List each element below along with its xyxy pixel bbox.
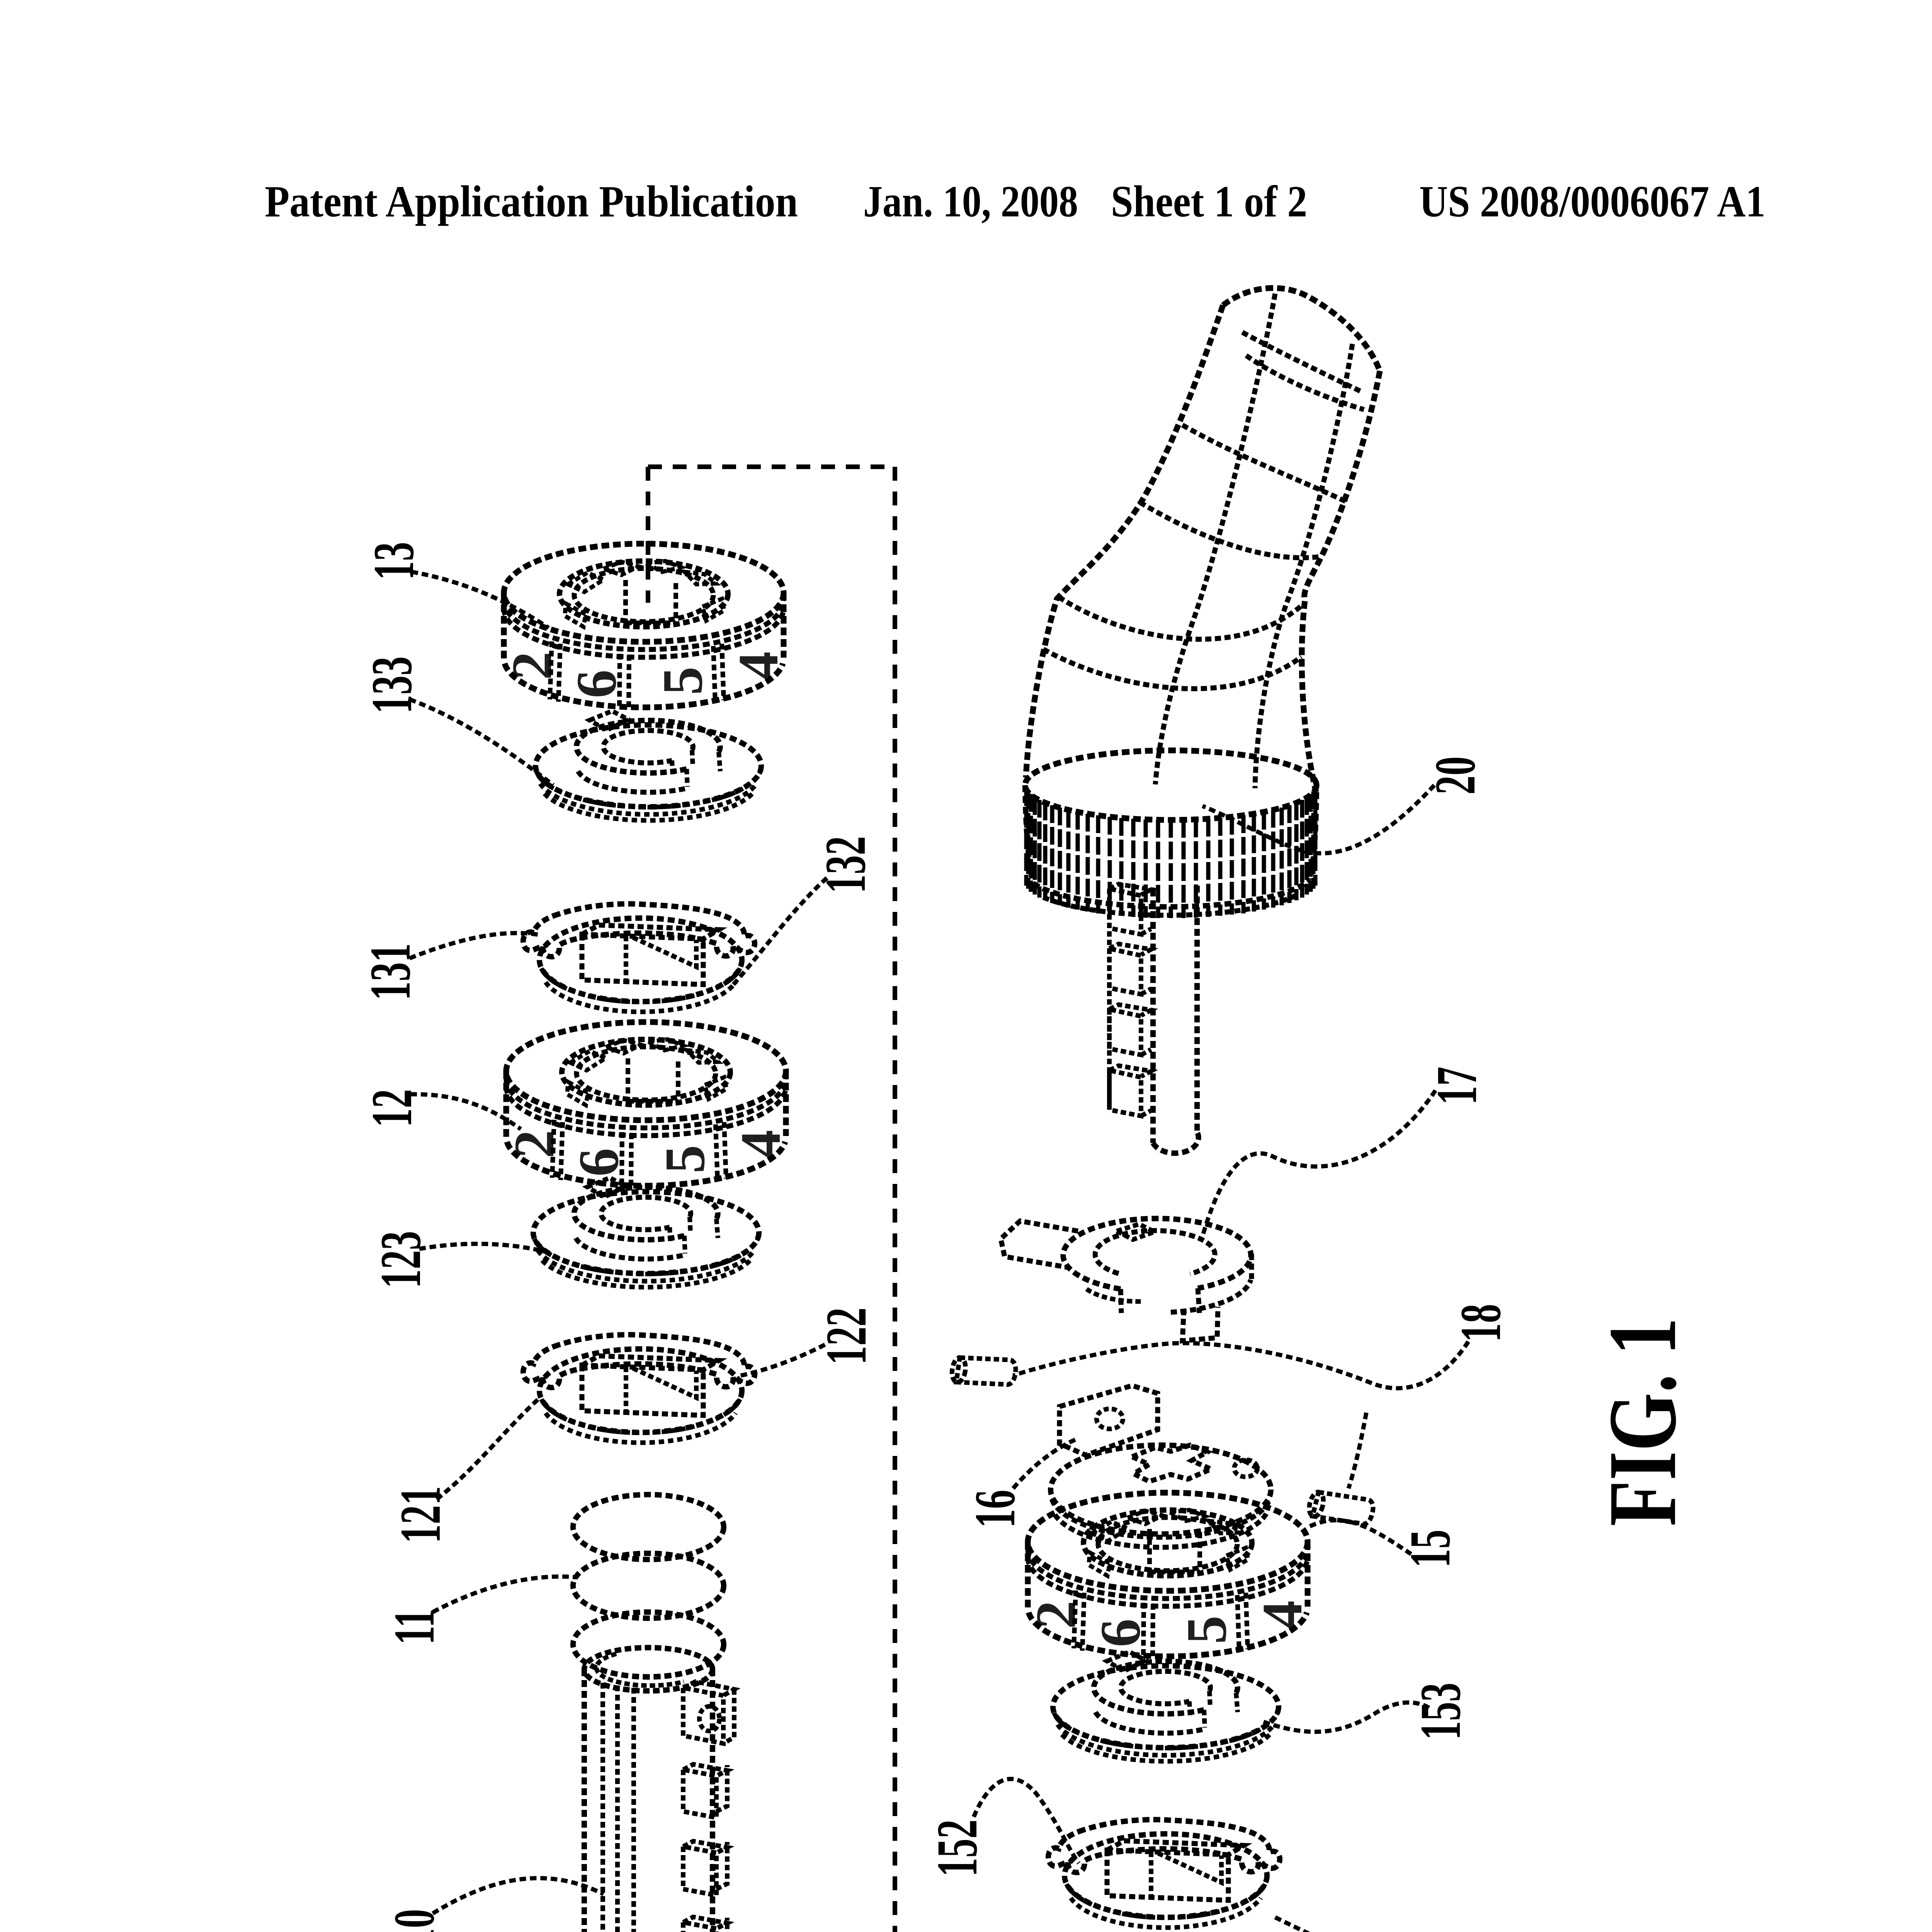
svg-text:12: 12 — [360, 1089, 424, 1128]
svg-text:18: 18 — [1449, 1304, 1513, 1342]
svg-text:16: 16 — [963, 1490, 1027, 1528]
svg-text:17: 17 — [1425, 1067, 1489, 1105]
svg-text:15: 15 — [1398, 1530, 1462, 1568]
svg-text:132: 132 — [814, 836, 878, 893]
svg-text:20: 20 — [1423, 757, 1487, 795]
svg-text:Sheet 1 of 2: Sheet 1 of 2 — [1111, 177, 1307, 226]
svg-text:152: 152 — [925, 1820, 989, 1877]
svg-text:Patent Application Publication: Patent Application Publication — [265, 177, 798, 226]
svg-text:131: 131 — [359, 943, 422, 1000]
svg-text:FIG. 1: FIG. 1 — [1588, 1318, 1696, 1526]
svg-text:153: 153 — [1409, 1683, 1473, 1740]
svg-text:121: 121 — [389, 1486, 452, 1543]
svg-text:13: 13 — [362, 542, 426, 580]
svg-text:133: 133 — [360, 656, 424, 714]
svg-text:122: 122 — [815, 1308, 878, 1365]
svg-text:US 2008/0006067 A1: US 2008/0006067 A1 — [1419, 177, 1765, 226]
svg-text:Jan. 10, 2008: Jan. 10, 2008 — [863, 177, 1078, 226]
svg-text:11: 11 — [383, 1609, 446, 1645]
svg-text:123: 123 — [369, 1231, 433, 1288]
svg-text:10: 10 — [383, 1909, 446, 1932]
